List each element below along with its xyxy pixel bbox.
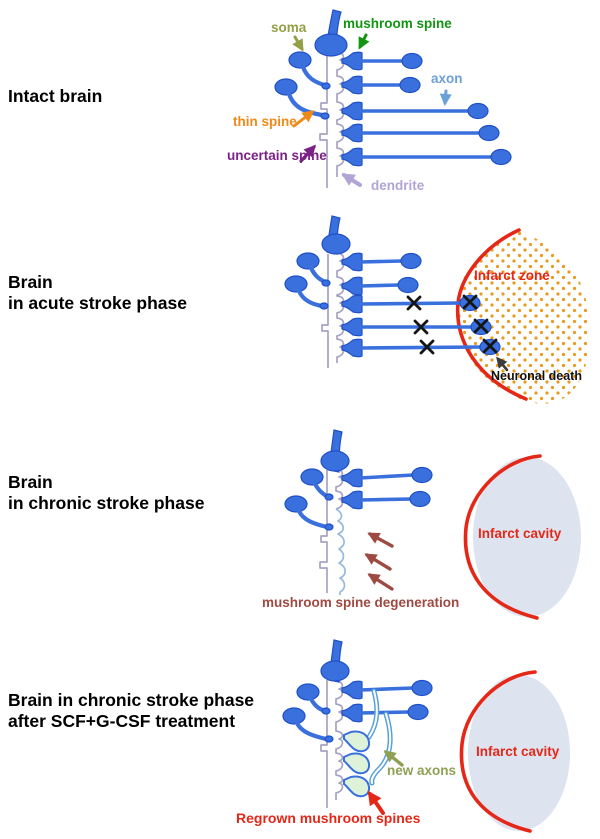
dendrite-trunk [319,51,345,188]
regrown-mushroom-spines [343,730,371,798]
panel-title-treated: Brain in chronic stroke phase after SCF+… [8,690,255,731]
dendrite-trunk [321,252,345,368]
new-axons-arrow [383,750,404,767]
panel-intact-diagram [274,9,512,188]
infarct-cavity-border [463,454,542,620]
axon-label: axon [431,71,463,86]
soma-label: soma [271,20,307,35]
mushroom-spines-and-axons [341,679,433,723]
infarct-cavity [473,457,581,617]
infarct-cavity [468,675,570,831]
infarct-cavity-label-treated: Infarct cavity [476,744,560,759]
panel-treated-diagram [282,639,570,833]
panel-title-chronic: Brain in chronic stroke phase [8,472,205,513]
infarct-zone-label: Infarct zone [474,268,550,283]
left-soma-blobs [274,51,331,120]
dendrite-trunk [320,680,344,808]
mushroom-spines-and-axons [341,51,512,167]
annotation-arrows [292,33,452,187]
soma [321,233,351,255]
panel-title-intact: Intact brain [8,86,103,106]
infarct-cavity-border [459,670,537,833]
uncertain-spine-label: uncertain spine [227,148,327,163]
regrown-spines-label: Regrown mushroom spines [236,810,421,826]
soma [314,33,348,57]
new-axon-tubes [366,688,393,786]
regrown-spines-arrow [367,790,385,815]
soma [320,450,350,472]
left-soma-blobs [284,252,331,310]
mushroom-spine-label: mushroom spine [343,16,452,31]
degeneration-arrows [364,532,394,591]
neuronal-death-label: Neuronal death [491,369,582,383]
left-soma-blobs [282,683,334,743]
thin-spine-label: thin spine [233,114,297,129]
infarct-cavity-label-chronic: Infarct cavity [478,526,562,541]
panel-title-acute: Brain in acute stroke phase [8,272,187,313]
soma [320,660,350,682]
dendrite-label: dendrite [371,178,425,193]
left-soma-blobs [284,468,334,531]
degeneration-label: mushroom spine degeneration [262,595,460,610]
new-axons-label: new axons [387,763,457,778]
degenerated-spine-edge [335,508,346,595]
dendrite-trunk [319,468,346,595]
mushroom-spines-and-axons [341,466,433,510]
infarct-zone-dots [456,231,590,404]
severed-axon-x-marks [406,294,498,355]
panel-chronic-diagram [284,429,581,620]
panel-acute-diagram [284,215,590,404]
neuronal-death-arrow [496,356,509,372]
